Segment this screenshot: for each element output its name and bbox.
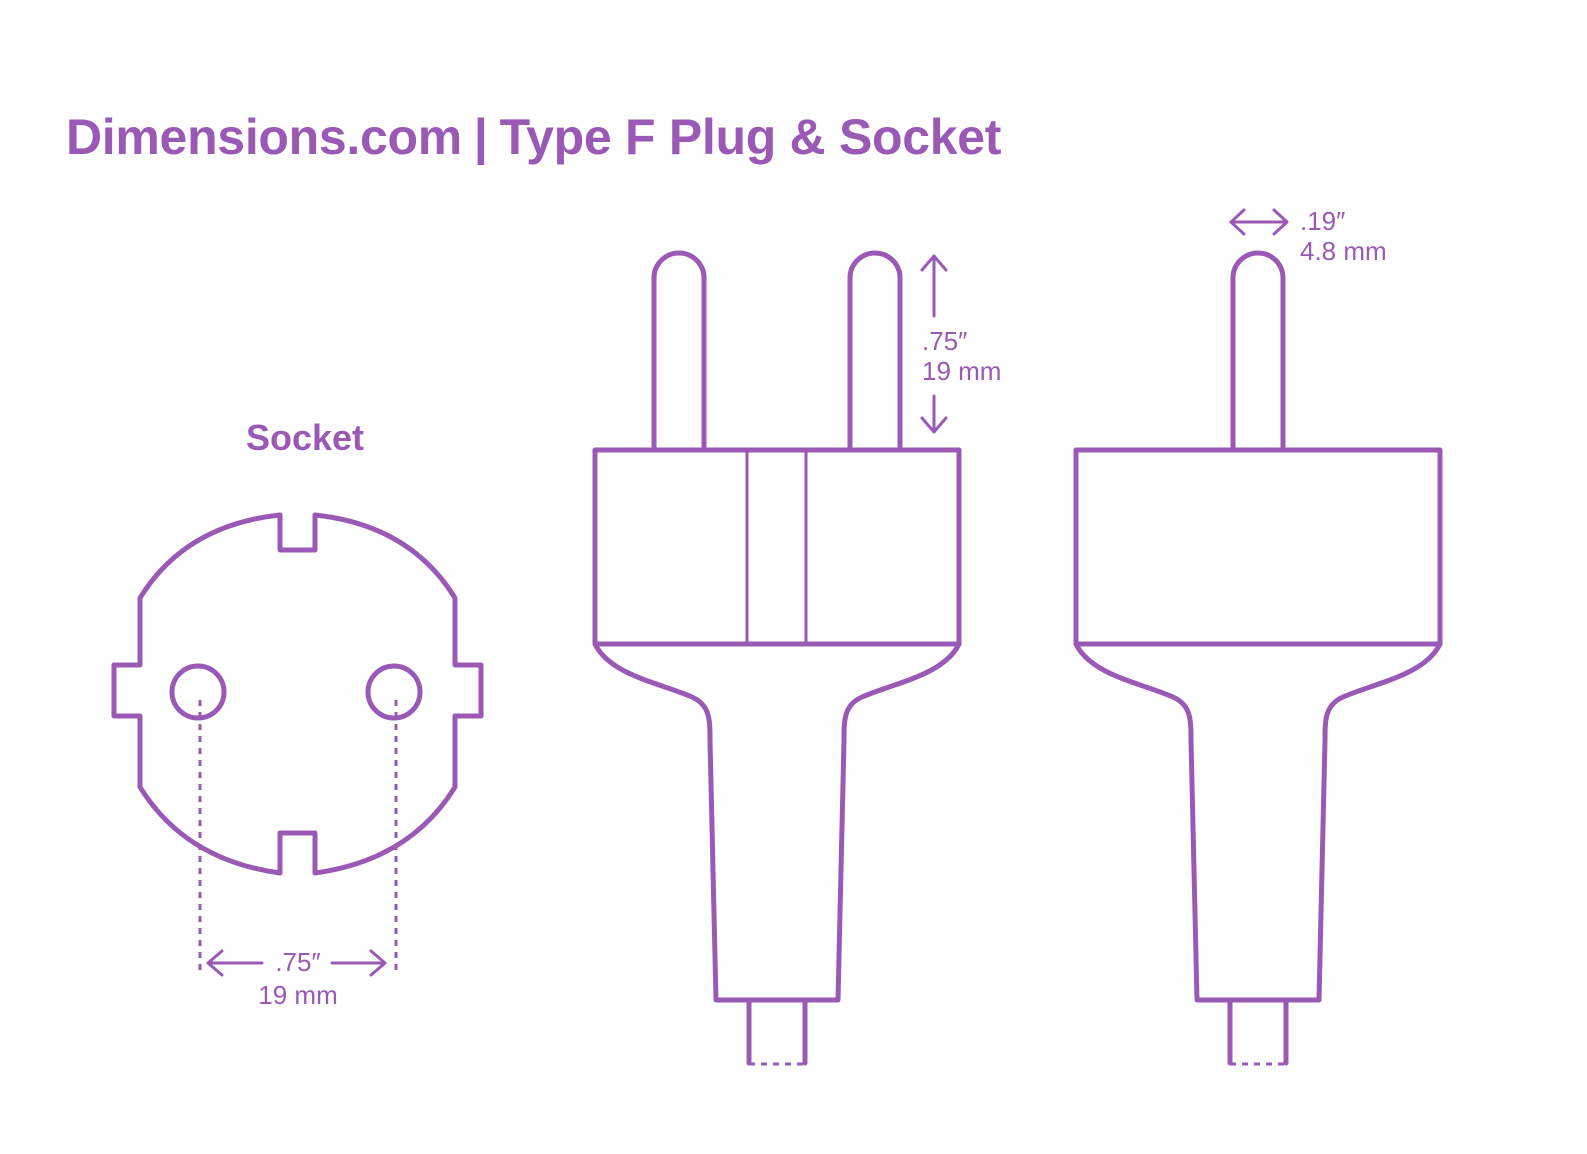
socket-label: Socket [246, 417, 364, 458]
plug-pin-right [847, 250, 903, 452]
plug-head [592, 447, 962, 647]
pin-spacing-imperial: .75″ [275, 947, 320, 977]
pin-length-metric: 19 mm [922, 356, 1001, 386]
pin-spacing-metric: 19 mm [258, 980, 337, 1010]
pin-diameter-metric: 4.8 mm [1300, 236, 1387, 266]
brand-name: Dimensions.com [66, 109, 462, 165]
pin-spacing-arrow [206, 949, 387, 977]
title-separator: | [473, 109, 488, 165]
pin-length-imperial: .75″ [922, 326, 967, 356]
pin-length-arrow [920, 254, 948, 434]
pin-diameter-imperial: .19″ [1300, 206, 1345, 236]
plug-side-cable [1227, 997, 1289, 1066]
plug-side-head [1073, 447, 1443, 647]
page-title: Dimensions.com|Type F Plug & Socket [66, 108, 1001, 166]
plug-body [592, 641, 962, 1003]
plug-side-view: .19″ 4.8 mm [1073, 206, 1443, 1066]
socket-view: Socket .75″ 19 mm [111, 417, 484, 1010]
plug-front-view: .75″ 19 mm [592, 250, 1001, 1066]
socket-outline [111, 512, 484, 876]
socket-hole-left [169, 663, 227, 721]
diagram-title: Type F Plug & Socket [499, 109, 1002, 165]
socket-hole-right [365, 663, 423, 721]
plug-cable [746, 997, 808, 1066]
pin-diameter-arrow [1229, 208, 1289, 236]
plug-side-body [1073, 641, 1443, 1003]
plug-side-pin [1230, 250, 1286, 452]
plug-pin-left [651, 250, 707, 452]
